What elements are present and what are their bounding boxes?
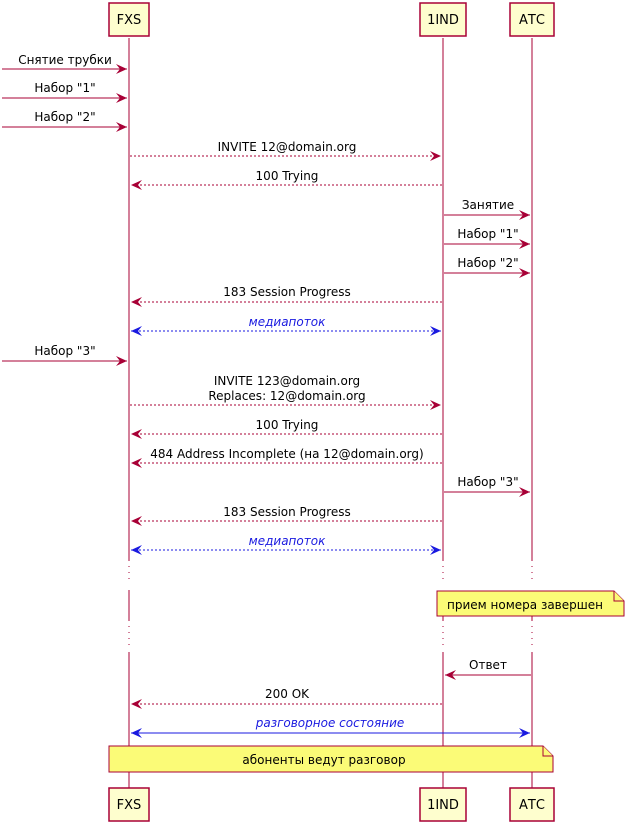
- message-label: Занятие: [462, 198, 514, 212]
- participant-atc-bottom: АТС: [509, 787, 555, 822]
- message-label: Снятие трубки: [18, 53, 112, 67]
- message-label: 100 Trying: [256, 169, 319, 183]
- message-label: INVITE 123@domain.org: [214, 374, 360, 388]
- participant-fxs-bottom: FXS: [108, 787, 150, 822]
- message-label: разговорное состояние: [255, 716, 405, 730]
- message-label: Набор "1": [457, 227, 518, 241]
- message-label: 183 Session Progress: [223, 285, 351, 299]
- message-label: INVITE 12@domain.org: [218, 140, 357, 154]
- participant-ind-label-bottom: 1IND: [427, 798, 459, 813]
- participant-fxs-top: FXS: [108, 2, 150, 37]
- participant-atc-label: АТС: [519, 13, 545, 28]
- message-label: Ответ: [469, 658, 507, 672]
- note-conversation: абоненты ведут разговор: [108, 745, 554, 773]
- participant-ind-label: 1IND: [427, 13, 459, 28]
- lifelines: [128, 38, 533, 790]
- note-number-received: прием номера завершен: [436, 590, 625, 617]
- message-label: 183 Session Progress: [223, 505, 351, 519]
- message-label: Набор "3": [457, 475, 518, 489]
- participant-ind-top: 1IND: [419, 2, 467, 37]
- message-label: Набор "2": [457, 256, 518, 270]
- note-text: абоненты ведут разговор: [242, 753, 405, 767]
- participant-atc-label-bottom: АТС: [519, 798, 545, 813]
- message-label: 200 OK: [265, 687, 310, 701]
- participant-fxs-label-bottom: FXS: [117, 798, 142, 813]
- participant-fxs-label: FXS: [117, 13, 142, 28]
- note-text: прием номера завершен: [447, 598, 603, 612]
- participant-ind-bottom: 1IND: [419, 787, 467, 822]
- message-label: Набор "2": [34, 110, 95, 124]
- message-label: 484 Address Incomplete (на 12@domain.org…: [150, 447, 423, 461]
- participant-atc-top: АТС: [509, 2, 555, 37]
- message-label: медиапоток: [249, 315, 326, 329]
- message-label: медиапоток: [249, 534, 326, 548]
- message-label-line2: Replaces: 12@domain.org: [208, 389, 365, 403]
- message-label: 100 Trying: [256, 418, 319, 432]
- message-label: Набор "3": [34, 344, 95, 358]
- messages: Снятие трубки Набор "1" Набор "2" INVITE…: [2, 53, 531, 738]
- message-label: Набор "1": [34, 81, 95, 95]
